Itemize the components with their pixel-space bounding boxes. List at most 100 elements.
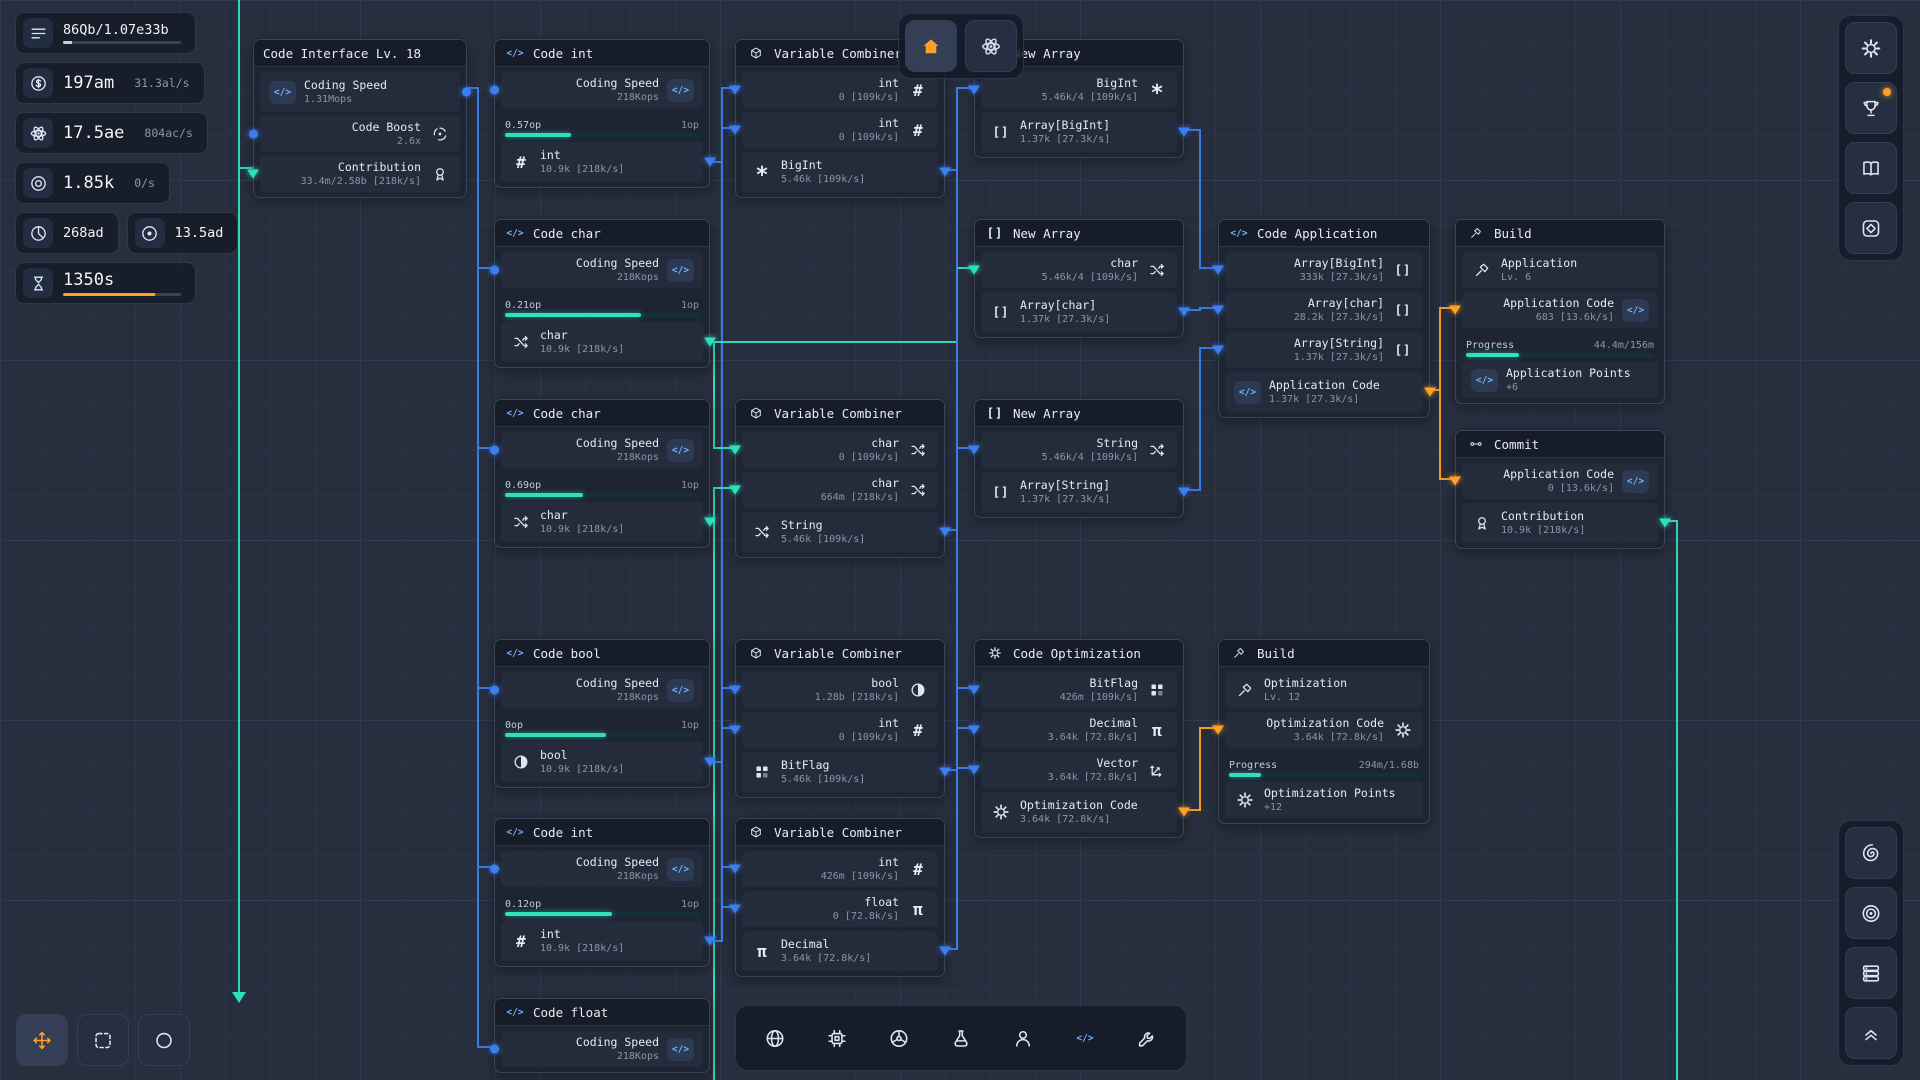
radius-tool-button[interactable] <box>138 1014 190 1066</box>
input-port[interactable] <box>729 445 741 455</box>
node-header[interactable]: Code Optimization <box>975 640 1183 667</box>
input-port[interactable] <box>729 864 741 874</box>
code-icon[interactable]: </> <box>667 258 694 282</box>
tools-button[interactable] <box>1120 1012 1174 1064</box>
input-port[interactable] <box>1212 345 1224 355</box>
saves-button[interactable] <box>1845 947 1897 999</box>
node-header[interactable]: Commit <box>1456 431 1664 458</box>
input-port[interactable] <box>249 129 258 139</box>
input-port[interactable] <box>1449 305 1461 315</box>
collapse-button[interactable] <box>1845 1007 1897 1059</box>
input-port[interactable] <box>490 864 499 874</box>
output-port[interactable] <box>704 157 716 167</box>
code-icon[interactable]: </> <box>1622 298 1649 322</box>
input-port[interactable] <box>729 485 741 495</box>
coding-button[interactable]: </> <box>1058 1012 1112 1064</box>
lab-button[interactable] <box>934 1012 988 1064</box>
node-header[interactable]: Variable Combiner <box>736 400 944 427</box>
input-port[interactable] <box>968 85 980 95</box>
galaxy-button[interactable] <box>1845 827 1897 879</box>
output-port[interactable] <box>704 337 716 347</box>
node-header[interactable]: </>Code bool <box>495 640 709 667</box>
node-header[interactable]: []New Array <box>975 220 1183 247</box>
input-port[interactable] <box>1212 305 1224 315</box>
output-port[interactable] <box>939 946 951 956</box>
input-port[interactable] <box>968 725 980 735</box>
node-header[interactable]: Build <box>1219 640 1429 667</box>
settings-button[interactable] <box>1845 22 1897 74</box>
code-icon[interactable]: </> <box>1234 380 1261 404</box>
node-header[interactable]: </>Code int <box>495 40 709 67</box>
node-header[interactable]: Code Interface Lv. 18 <box>254 40 466 67</box>
achievements-button[interactable] <box>1845 82 1897 134</box>
pan-tool-button[interactable] <box>16 1014 68 1066</box>
node-header[interactable]: </>Code int <box>495 819 709 846</box>
input-port[interactable] <box>247 169 259 179</box>
node-header[interactable]: []New Array <box>975 400 1183 427</box>
output-port[interactable] <box>1178 807 1190 817</box>
input-port[interactable] <box>490 685 499 695</box>
output-port[interactable] <box>1178 127 1190 137</box>
output-port[interactable] <box>704 936 716 946</box>
code-icon[interactable]: </> <box>269 80 296 104</box>
expansion-button[interactable] <box>1845 202 1897 254</box>
node-header[interactable]: </>Code float <box>495 999 709 1026</box>
output-port[interactable] <box>939 167 951 177</box>
code-icon[interactable]: </> <box>667 678 694 702</box>
select-tool-button[interactable] <box>77 1014 129 1066</box>
world-button[interactable] <box>748 1012 802 1064</box>
output-port[interactable] <box>939 767 951 777</box>
node-header[interactable]: </>Code char <box>495 400 709 427</box>
node-header[interactable]: </>Code char <box>495 220 709 247</box>
input-port[interactable] <box>729 685 741 695</box>
code-icon[interactable]: </> <box>1471 368 1498 392</box>
input-port[interactable] <box>1449 476 1461 486</box>
node-header[interactable]: Build <box>1456 220 1664 247</box>
output-port[interactable] <box>1178 487 1190 497</box>
research-button[interactable] <box>965 20 1017 72</box>
automation-button[interactable] <box>872 1012 926 1064</box>
node-header[interactable]: Variable Combiner <box>736 819 944 846</box>
home-button[interactable] <box>905 20 957 72</box>
output-port[interactable] <box>704 757 716 767</box>
code-icon[interactable]: </> <box>667 438 694 462</box>
output-port[interactable] <box>1178 307 1190 317</box>
input-port[interactable] <box>1212 725 1224 735</box>
input-port[interactable] <box>729 904 741 914</box>
output-port[interactable] <box>462 87 471 97</box>
input-port[interactable] <box>729 85 741 95</box>
code-icon[interactable]: </> <box>667 1037 694 1061</box>
node-header[interactable]: Variable Combiner <box>736 640 944 667</box>
input-port[interactable] <box>490 85 499 95</box>
input-port[interactable] <box>490 265 499 275</box>
hardware-button[interactable] <box>810 1012 864 1064</box>
guide-button[interactable] <box>1845 142 1897 194</box>
output-port[interactable] <box>704 517 716 527</box>
output-port[interactable] <box>939 527 951 537</box>
input-port[interactable] <box>968 765 980 775</box>
input-port[interactable] <box>968 265 980 275</box>
input-port[interactable] <box>968 445 980 455</box>
focus-button[interactable] <box>1845 887 1897 939</box>
input-port[interactable] <box>729 125 741 135</box>
staff-button[interactable] <box>996 1012 1050 1064</box>
output-port[interactable] <box>1659 518 1671 528</box>
output-port[interactable] <box>1424 387 1436 397</box>
input-port[interactable] <box>729 725 741 735</box>
